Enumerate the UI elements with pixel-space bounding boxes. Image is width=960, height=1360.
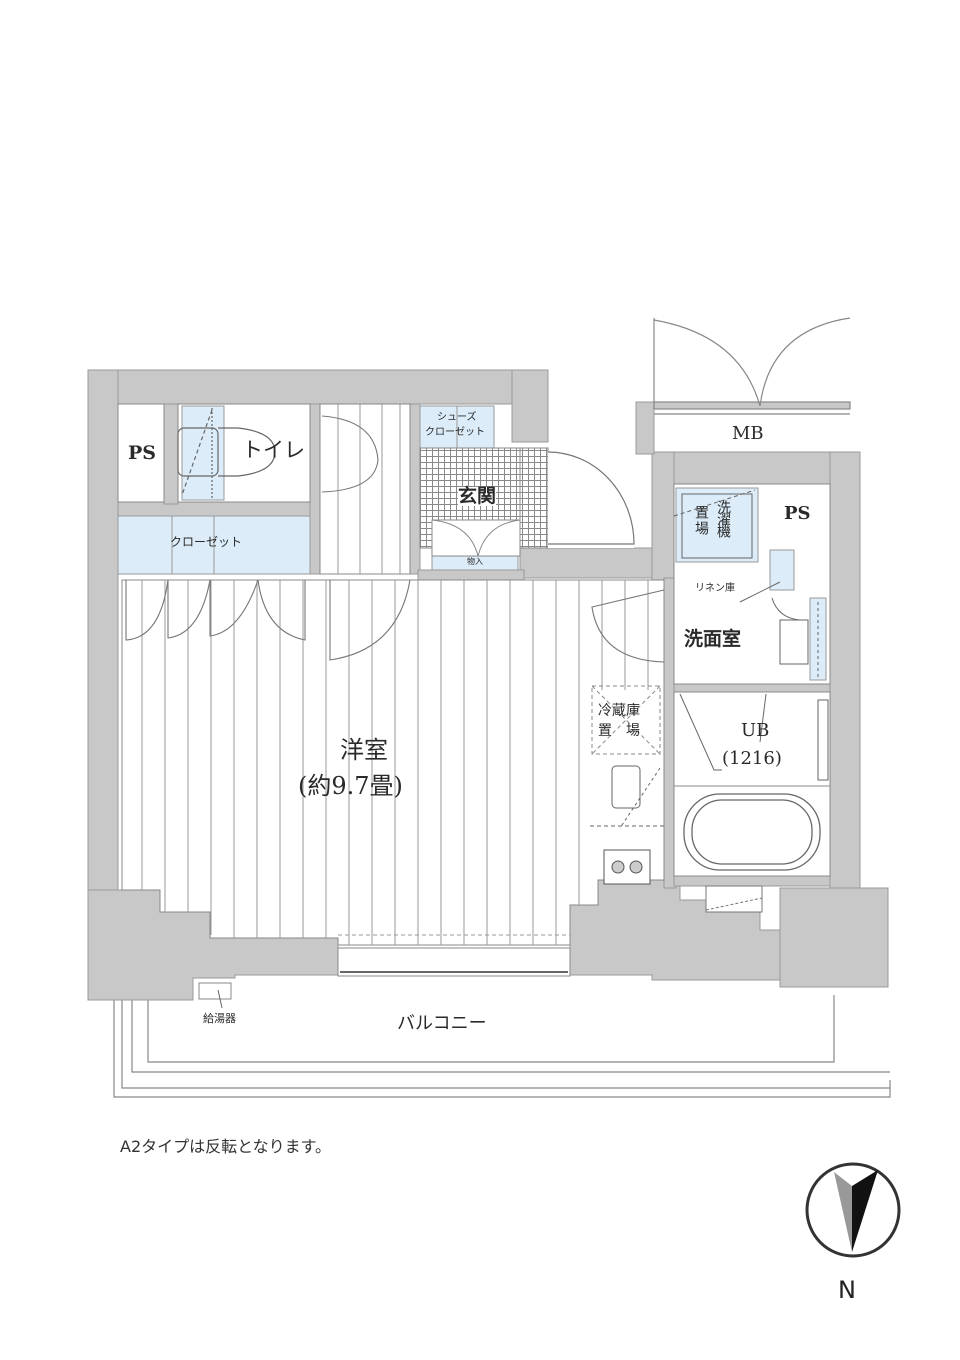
front-door — [547, 451, 635, 548]
fridge-space — [591, 685, 661, 755]
western-room-floor — [121, 404, 665, 977]
entrance-storage-label: 物入 — [467, 557, 483, 566]
storage-areas — [117, 405, 827, 681]
washroom-label: 洗面室 — [684, 628, 742, 650]
unit-bath-label: UB — [741, 720, 770, 741]
compass-label: N — [838, 1276, 856, 1304]
meter-box-label: MB — [732, 423, 764, 444]
balcony-railing — [113, 995, 891, 1098]
washer-space — [673, 489, 756, 559]
fridge-space-label-1: 冷蔵庫 — [598, 703, 640, 719]
shoe-closet-label-2: クローゼット — [425, 427, 485, 438]
closet-doors — [125, 579, 306, 641]
water-heater-label: 給湯器 — [203, 1012, 236, 1025]
toilet-label: トイレ — [242, 438, 305, 462]
fridge-space-label-2: 置 場 — [598, 723, 640, 739]
stove — [603, 849, 651, 885]
ps-right-label: PS — [784, 503, 811, 524]
shoe-closet-label-1: シューズ — [437, 412, 477, 423]
washer-space-label-1: 置場 — [693, 505, 709, 537]
water-heater-box — [198, 982, 232, 1000]
western-room-label: 洋室 — [340, 736, 388, 764]
kitchen-sink — [590, 765, 664, 829]
western-room-size-label: (約9.7畳) — [298, 772, 403, 800]
ps-left-label: PS — [128, 442, 157, 464]
room-door — [321, 415, 411, 661]
reversal-note: A2タイプは反転となります。 — [120, 1137, 332, 1156]
vanity — [739, 581, 819, 678]
north-arrow-icon — [805, 1162, 901, 1258]
balcony-label: バルコニー — [397, 1013, 487, 1034]
unit-bath-size-label: (1216) — [722, 748, 782, 769]
entrance-label: 玄関 — [458, 485, 497, 507]
closet-label: クローゼット — [170, 535, 243, 549]
bathtub — [683, 793, 821, 871]
bath-door — [674, 693, 830, 787]
linen-cabinet-label: リネン庫 — [695, 583, 735, 594]
bath-vent — [705, 885, 763, 913]
washer-space-label-2: 洗濯機 — [715, 500, 731, 536]
washroom-door — [591, 589, 665, 663]
toilet-fixture — [177, 408, 276, 498]
meter-box — [653, 317, 851, 415]
